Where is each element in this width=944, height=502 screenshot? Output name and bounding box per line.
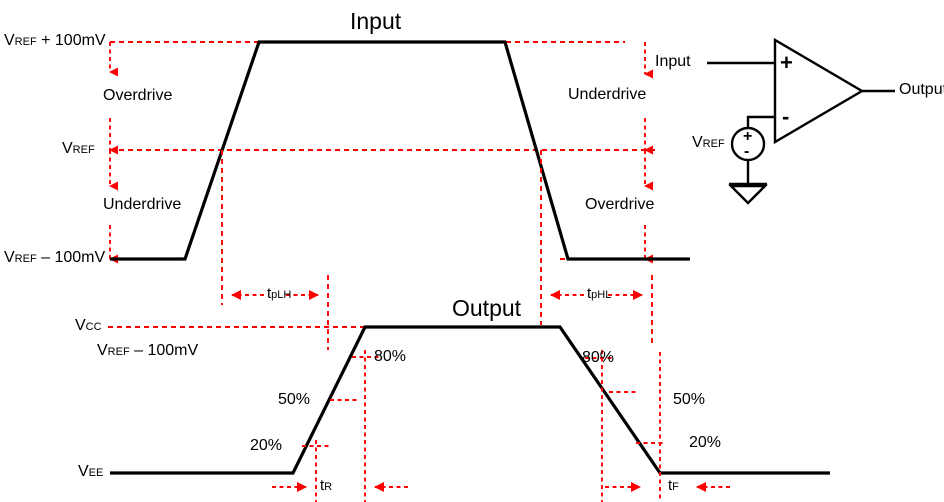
label-vref: VREF	[62, 140, 95, 157]
label-overdrive-left: Overdrive	[103, 87, 173, 104]
tplh-measure	[231, 275, 329, 350]
label-rise-50: 50%	[278, 391, 311, 408]
label-overdrive-right: Overdrive	[585, 196, 655, 213]
input-reference-lines	[110, 41, 655, 260]
tphl-measure	[550, 275, 653, 345]
input-waveform	[110, 40, 690, 261]
label-vee: VEE	[78, 463, 104, 480]
title-input: Input	[350, 8, 402, 34]
source-plus-symbol: +	[743, 128, 753, 145]
label-fall-50: 50%	[673, 391, 706, 408]
opamp-plus-input-symbol: +	[780, 50, 793, 75]
comparator-circuit	[707, 37, 895, 205]
label-fall-80: 80%	[582, 349, 615, 366]
opamp-minus-input-symbol: -	[782, 104, 790, 129]
label-tplh: tpLH	[267, 285, 292, 302]
label-tr: tR	[320, 477, 333, 494]
output-waveform	[110, 325, 830, 475]
label-tphl: tpHL	[587, 285, 612, 302]
circuit-input-label: Input	[655, 53, 691, 70]
output-rise-thresholds	[302, 350, 382, 502]
circuit-output-label: Output	[899, 81, 944, 98]
source-minus-symbol: -	[744, 143, 750, 160]
input-crossing-verticals	[221, 150, 542, 325]
label-rise-80: 80%	[374, 348, 407, 365]
label-underdrive-left: Underdrive	[103, 196, 182, 213]
label-vref-minus-100mv-output: VREF – 100mV	[97, 342, 199, 359]
label-fall-20: 20%	[689, 434, 722, 451]
label-vref-plus-100mv: VREF + 100mV	[4, 32, 106, 49]
label-vref-minus-100mv: VREF – 100mV	[4, 249, 106, 266]
label-rise-20: 20%	[250, 437, 283, 454]
output-fall-thresholds	[585, 350, 666, 502]
title-output: Output	[452, 295, 522, 321]
label-tf: tF	[668, 477, 679, 494]
circuit-vref-label: VREF	[692, 134, 725, 151]
label-vcc: VCC	[75, 317, 102, 334]
label-underdrive-right: Underdrive	[568, 86, 647, 103]
